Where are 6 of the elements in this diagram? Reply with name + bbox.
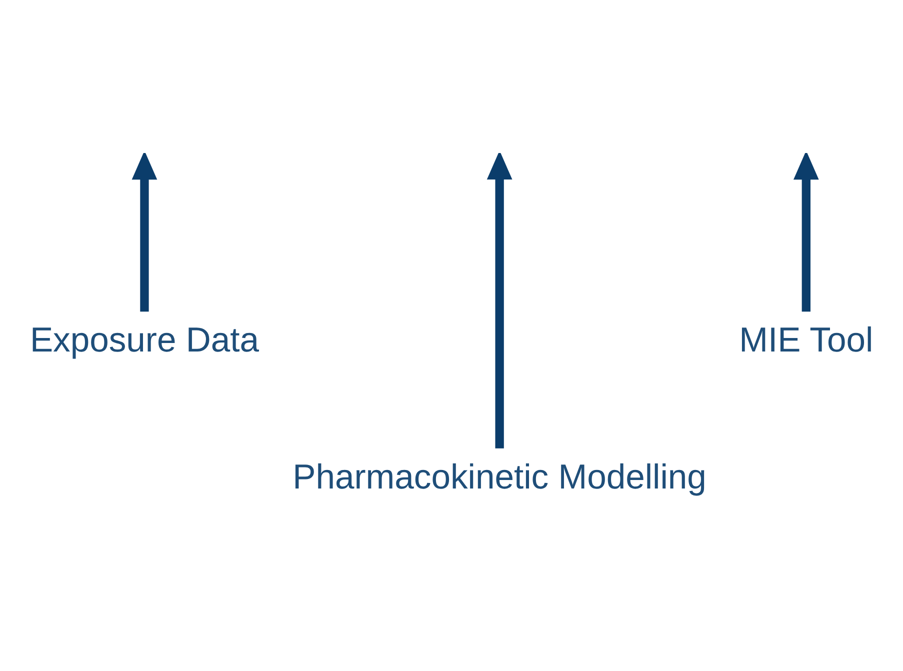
arrow [132, 153, 158, 312]
node-text: Exposure Data [30, 322, 259, 360]
node-text: MIE Tool [739, 322, 874, 360]
arrow [793, 153, 819, 312]
node-text: Pharmacokinetic Modelling [292, 458, 706, 497]
arrow [486, 153, 512, 448]
